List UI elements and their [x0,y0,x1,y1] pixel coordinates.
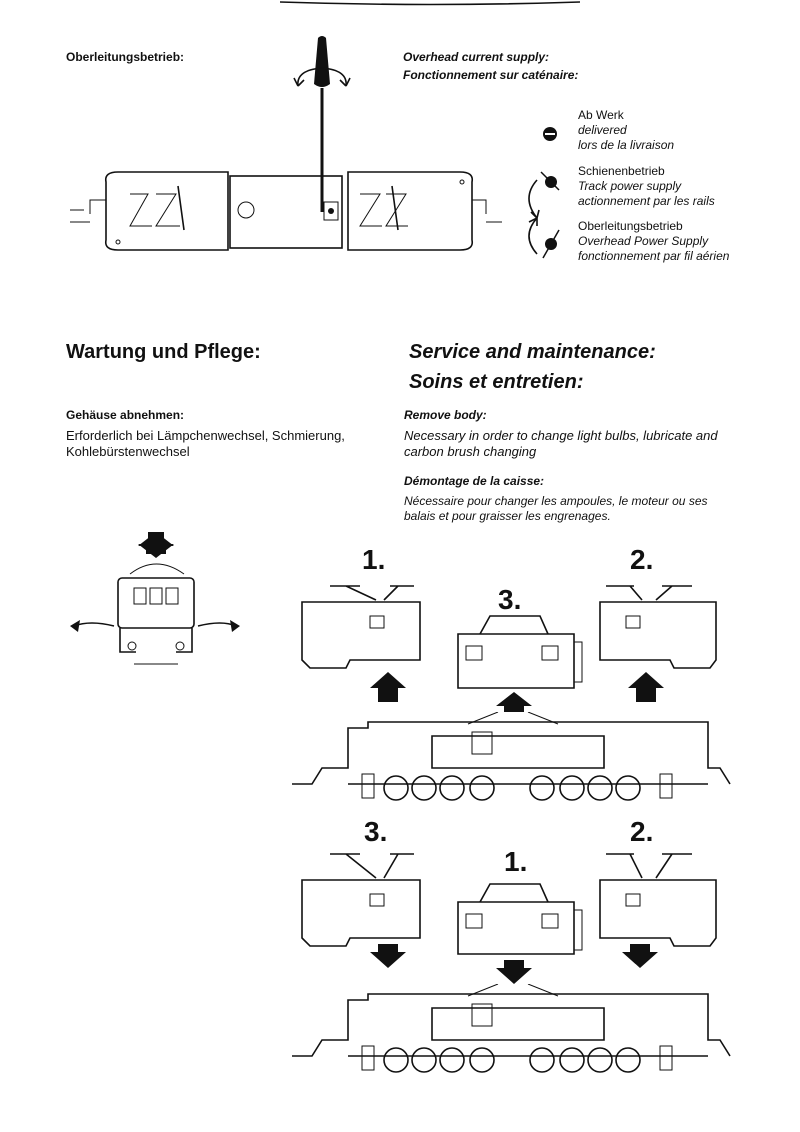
screw-track-icon [528,171,560,219]
remove-body-title-en: Remove body: [404,408,487,422]
overhead-title-fr: Fonctionnement sur caténaire: [403,68,579,82]
legend-delivered-fr: lors de la livraison [578,138,675,152]
locomotive-side-view-2 [292,984,731,1073]
legend-overhead-de: Oberleitungsbetrieb [578,219,683,233]
service-heading-en: Service and maintenance: [409,341,656,363]
top-edge-mark [280,1,580,6]
overhead-title-en: Overhead current supply: [403,50,550,64]
install-step-right-number: 2. [630,816,654,847]
legend-overhead-en: Overhead Power Supply [578,234,709,248]
screwdriver-icon [293,36,351,212]
remove-body-sections-diagram [301,585,717,712]
legend-overhead-fr: fonctionnement par fil aérien [578,249,730,263]
legend-track-en: Track power supply [578,179,682,193]
install-step-center-number: 1. [504,846,528,877]
legend-delivered-de: Ab Werk [578,108,624,122]
remove-step-left-number: 1. [362,544,386,575]
remove-step-center-number: 3. [498,584,522,615]
legend-track-de: Schienenbetrieb [578,164,665,178]
overhead-title-de: Oberleitungsbetrieb: [66,50,185,64]
legend-item-delivered: Ab Werk delivered lors de la livraison [578,108,674,153]
remove-body-text-de: Erforderlich bei Lämpchenwechsel, Schmie… [66,428,345,459]
service-heading-de: Wartung und Pflege: [66,341,261,363]
locomotive-side-view-1 [292,712,731,801]
legend-delivered-en: delivered [578,123,627,137]
install-step-left-number: 3. [364,816,388,847]
install-body-sections-diagram [301,853,717,984]
screw-overhead-icon [528,217,560,259]
remove-body-text-fr: Nécessaire pour changer les ampoules, le… [404,494,708,523]
locomotive-front-view-diagram [70,532,240,665]
remove-body-title-fr: Démontage de la caisse: [404,474,545,488]
remove-body-text-en: Necessary in order to change light bulbs… [404,428,718,459]
legend-item-track: Schienenbetrieb Track power supply actio… [578,164,715,209]
service-heading-fr: Soins et entretien: [409,371,584,393]
locomotive-top-view-diagram [70,171,502,251]
legend-item-overhead: Oberleitungsbetrieb Overhead Power Suppl… [578,219,729,264]
remove-body-title-de: Gehäuse abnehmen: [66,408,185,422]
screw-delivered-icon [543,127,557,141]
remove-step-right-number: 2. [630,544,654,575]
legend-track-fr: actionnement par les rails [578,194,715,208]
